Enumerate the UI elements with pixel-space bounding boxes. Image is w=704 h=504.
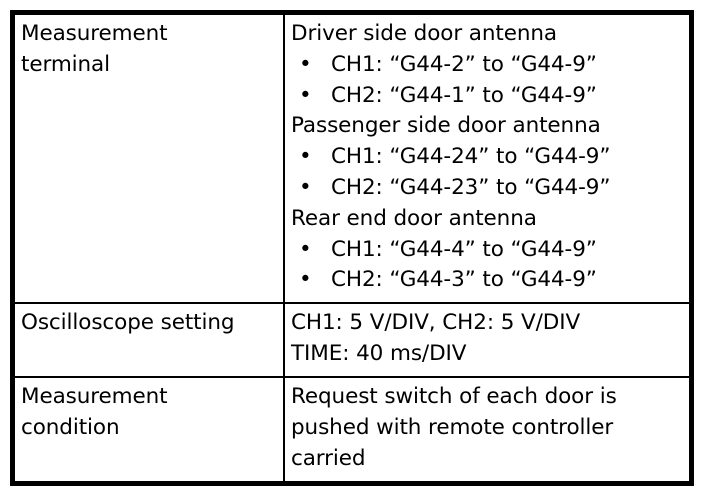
row-label-cell-measurement-condition: Measurement condition [10,376,285,487]
row-value-cell-oscilloscope-setting: CH1: 5 V/DIV, CH2: 5 V/DIV TIME: 40 ms/D… [283,302,694,379]
bullet-icon: • [299,174,312,200]
measurement-condition-text: Request switch of each door is pushed wi… [291,384,617,471]
list-item: • CH1: “G44-4” to “G44-9” [291,235,687,266]
list-item: • CH1: “G44-2” to “G44-9” [291,50,687,81]
list-item: • CH2: “G44-3” to “G44-9” [291,265,687,296]
antenna-group-list-passenger: • CH1: “G44-24” to “G44-9” • CH2: “G44-2… [291,142,687,204]
table-row-measurement-condition: Measurement condition Request switch of … [10,376,694,487]
label-line: Oscilloscope setting [21,310,235,336]
row-label-cell-oscilloscope-setting: Oscilloscope setting [10,302,285,379]
row-value-cell-measurement-terminal: Driver side door antenna • CH1: “G44-2” … [283,10,694,305]
list-item-label: CH2: “G44-1” to “G44-9” [331,82,597,108]
row-label-cell-measurement-terminal: Measurement terminal [10,10,285,305]
list-item: • CH2: “G44-23” to “G44-9” [291,173,687,204]
bullet-icon: • [299,51,312,77]
antenna-group-heading-passenger: Passenger side door antenna [291,113,601,139]
label-line: condition [21,414,120,440]
bullet-icon: • [299,267,312,293]
list-item: • CH2: “G44-1” to “G44-9” [291,81,687,112]
label-line: Measurement [21,384,168,410]
row-value-cell-measurement-condition: Request switch of each door is pushed wi… [283,376,694,487]
label-line: terminal [21,51,111,77]
scope-setting-channels: CH1: 5 V/DIV, CH2: 5 V/DIV [291,310,581,336]
antenna-group-heading-rear: Rear end door antenna [291,205,537,231]
measurement-spec-table: Measurement terminal Driver side door an… [10,10,694,487]
antenna-group-list-rear: • CH1: “G44-4” to “G44-9” • CH2: “G44-3”… [291,235,687,297]
table-row-oscilloscope-setting: Oscilloscope setting CH1: 5 V/DIV, CH2: … [10,302,694,379]
list-item-label: CH1: “G44-2” to “G44-9” [331,51,597,77]
antenna-group-heading-driver: Driver side door antenna [291,21,557,46]
bullet-icon: • [299,82,312,108]
list-item-label: CH2: “G44-3” to “G44-9” [331,267,597,293]
list-item-label: CH1: “G44-4” to “G44-9” [331,236,597,262]
list-item-label: CH2: “G44-23” to “G44-9” [331,174,611,200]
antenna-group-list-driver: • CH1: “G44-2” to “G44-9” • CH2: “G44-1”… [291,50,687,112]
scope-setting-time: TIME: 40 ms/DIV [291,340,467,366]
table-row-measurement-terminal: Measurement terminal Driver side door an… [10,10,694,305]
list-item-label: CH1: “G44-24” to “G44-9” [331,144,611,170]
list-item: • CH1: “G44-24” to “G44-9” [291,142,687,173]
label-line: Measurement [21,21,168,46]
bullet-icon: • [299,236,312,262]
bullet-icon: • [299,144,312,170]
